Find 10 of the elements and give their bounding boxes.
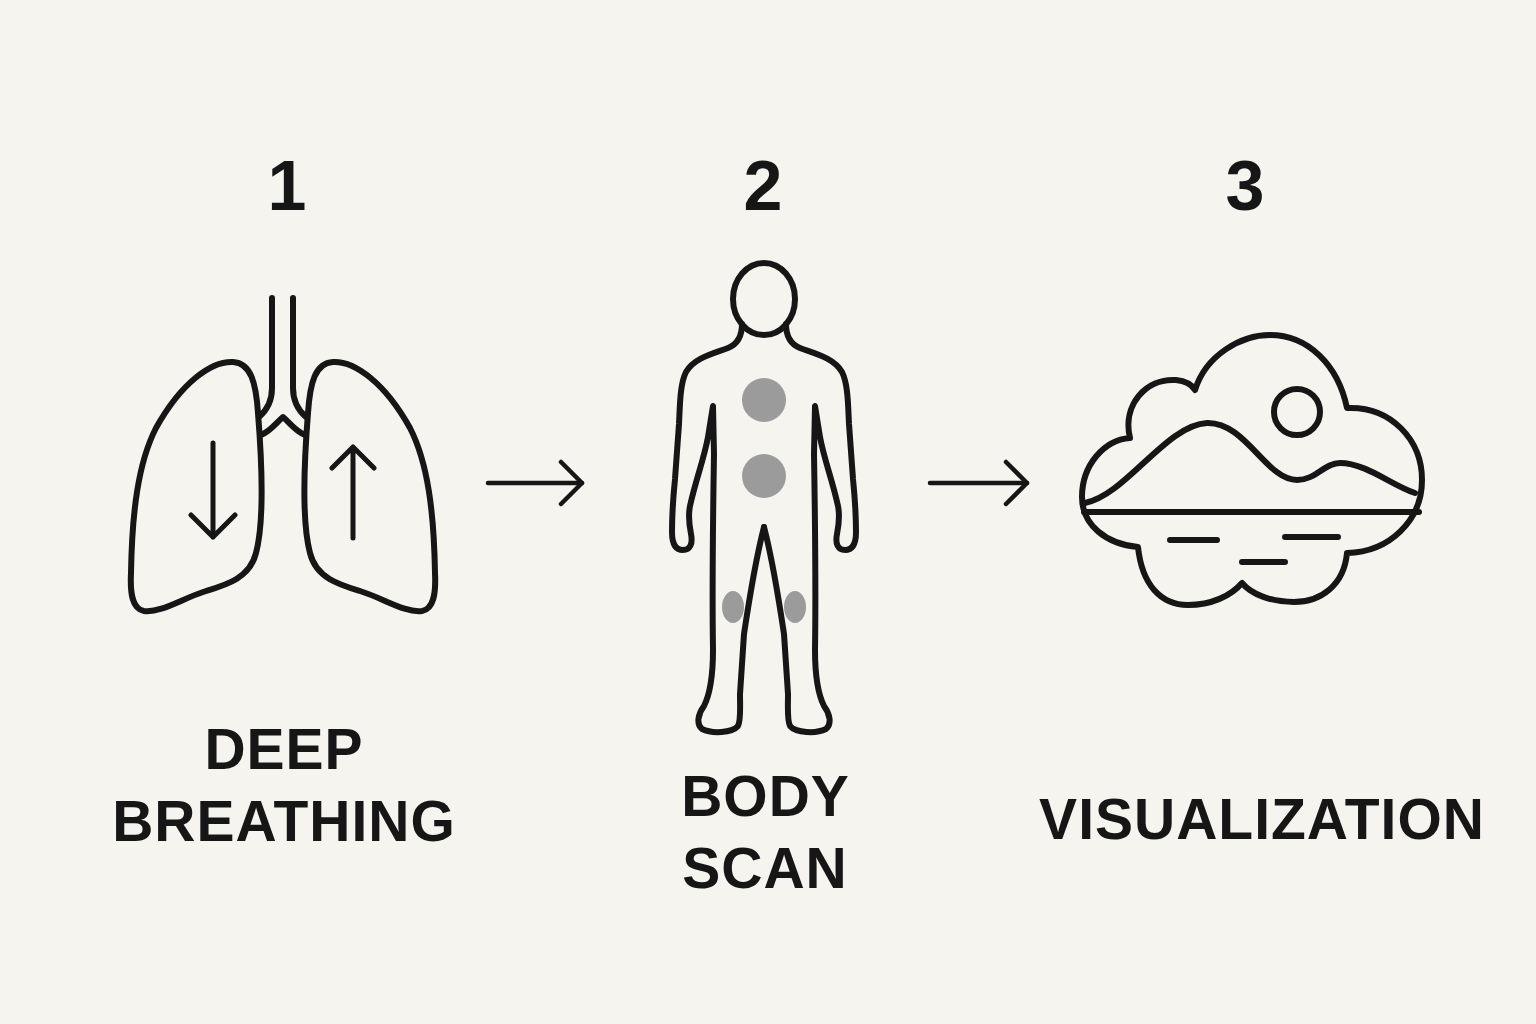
step-label: VISUALIZATION [1039, 786, 1485, 853]
step-number: 1 [267, 151, 307, 221]
arrow [485, 459, 585, 507]
lungs-illustration [126, 293, 440, 617]
step-number: 2 [743, 151, 783, 221]
cloud-landscape-illustration [1078, 331, 1426, 609]
step-label: DEEP BREATHING [112, 716, 456, 855]
step-number: 3 [1225, 151, 1265, 221]
arrow [927, 459, 1030, 507]
step-label: BODY SCAN [681, 763, 849, 902]
